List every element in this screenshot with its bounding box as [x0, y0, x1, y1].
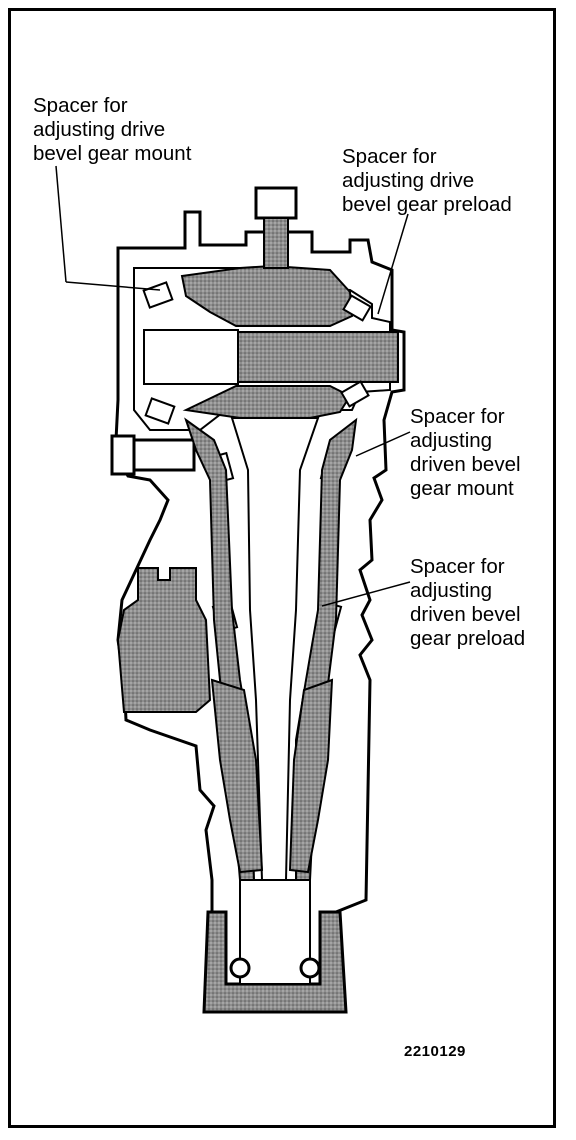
- input-shaft: [237, 331, 399, 383]
- top-bolt-shank: [263, 217, 289, 269]
- callout-line: Spacer for: [410, 555, 505, 578]
- callout-line: Spacer for: [342, 145, 437, 168]
- side-bolt-head: [110, 434, 136, 476]
- callout-line: bevel gear mount: [33, 142, 192, 165]
- callout-line: adjusting: [410, 579, 493, 602]
- callout-line: adjusting: [410, 429, 493, 452]
- lower-driven-hub-right: [288, 678, 334, 874]
- callout-line: gear mount: [410, 477, 514, 500]
- top-bolt-head: [254, 186, 298, 220]
- base-cup-inner: [239, 879, 311, 985]
- side-block: [116, 567, 212, 713]
- seal-right: [299, 957, 321, 979]
- callout-line: gear preload: [410, 627, 526, 650]
- callout-driven-gear-mount: Spacer for adjusting driven bevel gear m…: [410, 405, 521, 501]
- lower-driven-hub-left: [210, 678, 264, 874]
- callout-line: adjusting drive: [33, 118, 166, 141]
- callout-line: bevel gear preload: [342, 193, 512, 216]
- callout-driven-gear-preload: Spacer for adjusting driven bevel gear p…: [410, 555, 525, 651]
- leader-lines: [55, 165, 411, 607]
- callout-line: Spacer for: [410, 405, 505, 428]
- figure-number: 2210129: [404, 1043, 466, 1060]
- callout-drive-gear-mount: Spacer for adjusting drive bevel gear mo…: [33, 94, 191, 166]
- callout-line: driven bevel: [410, 603, 521, 626]
- callout-drive-gear-preload: Spacer for adjusting drive bevel gear pr…: [342, 145, 512, 217]
- callout-line: driven bevel: [410, 453, 521, 476]
- shaft-bore: [143, 329, 239, 385]
- drive-bevel-gear: [180, 264, 354, 327]
- callout-line: adjusting drive: [342, 169, 475, 192]
- seal-left: [229, 957, 251, 979]
- base-cup: [202, 910, 348, 1014]
- callout-line: Spacer for: [33, 94, 128, 117]
